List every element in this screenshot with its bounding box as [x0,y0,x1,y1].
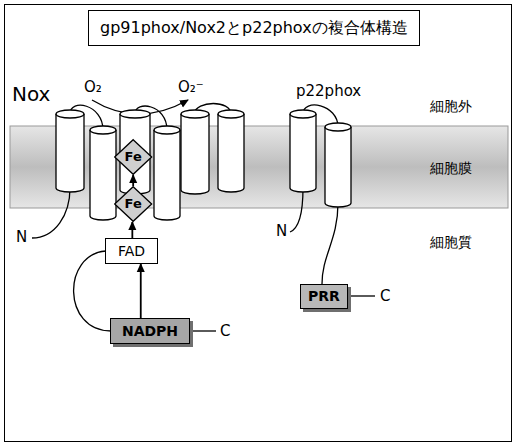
electron-arrow [131,222,133,238]
protein-name: p22phox [296,82,361,100]
terminus-label: N [276,222,287,240]
molecule-label: O₂ [84,78,102,96]
node-text: PRR [308,288,340,305]
domain-box: NADPH [110,318,190,344]
iron-diamond: Fe [114,186,152,222]
node-text: Fe [125,149,142,165]
electron-arrow [140,264,142,318]
title-box: gp91phox/Nox2とp22phoxの複合体構造 [88,10,420,46]
terminus-label: C [220,322,230,340]
node-text: NADPH [122,323,178,340]
protein-name: Nox [12,82,50,106]
outer-frame [4,4,512,442]
region-label: 細胞膜 [430,160,472,177]
terminus-label: C [380,287,390,305]
domain-box: PRR [300,284,348,309]
molecule-label: O₂⁻ [178,78,204,96]
node-text: Fe [125,196,142,212]
cofactor-box: FAD [105,238,158,264]
iron-diamond: Fe [114,139,152,175]
region-label: 細胞外 [430,98,472,115]
region-label: 細胞質 [430,234,472,251]
node-text: FAD [118,243,145,260]
terminus-label: N [16,228,27,246]
diagram-title: gp91phox/Nox2とp22phoxの複合体構造 [100,18,408,39]
electron-arrow [132,175,134,186]
